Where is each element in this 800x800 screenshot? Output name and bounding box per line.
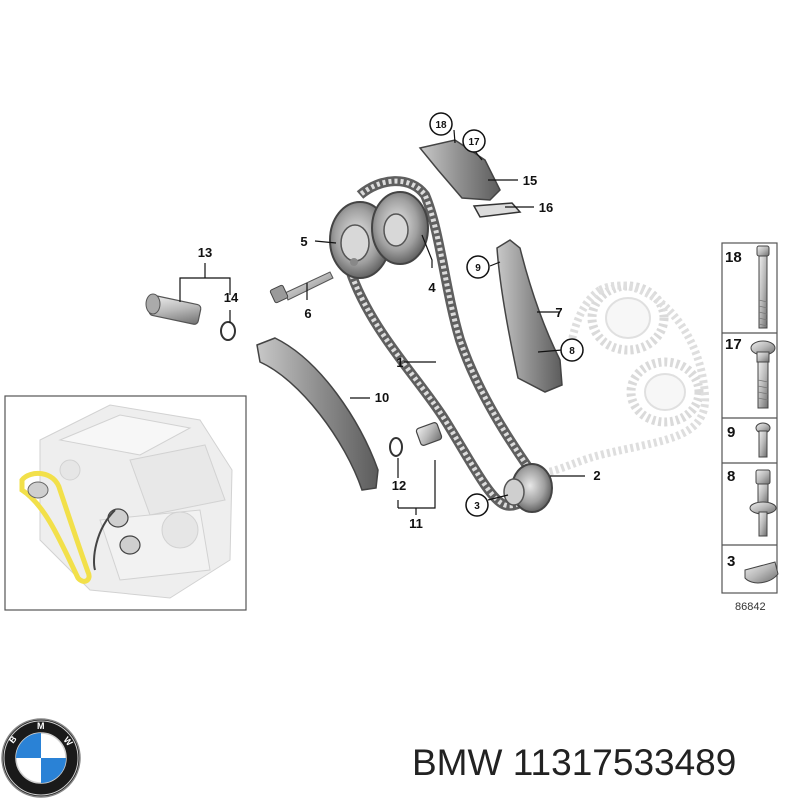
legend-bolt-9 [755,422,771,458]
callout-4: 4 [428,280,436,295]
callout-15: 15 [523,173,537,188]
brand-name: BMW [412,742,503,783]
chain-tensioner [145,293,236,341]
tensioning-rail [256,337,379,491]
legend-bolt-8 [749,469,777,537]
legend-label-3: 3 [727,553,735,570]
callout-14: 14 [224,290,239,305]
legend-label-17: 17 [725,336,742,353]
callout-11: 11 [409,516,423,531]
part-number: 11317533489 [512,742,737,783]
callout-18: 18 [435,120,447,131]
callout-8: 8 [569,346,575,357]
parts-legend: 18 17 9 8 3 [721,242,779,613]
svg-text:M: M [37,721,45,731]
central-bolt [269,271,334,304]
part-caption: BMW 11317533489 [412,738,792,788]
camshaft-adjuster-exhaust [371,191,429,265]
callout-5: 5 [300,234,307,249]
legend-label-18: 18 [725,249,742,266]
circled-callouts [429,112,584,517]
legend-label-8: 8 [727,468,735,485]
callout-3: 3 [474,501,480,512]
ghost-second-bank [547,281,710,476]
svg-text:B: B [7,733,19,745]
callout-2: 2 [593,468,600,483]
callout-17: 17 [468,137,480,148]
callout-10: 10 [375,390,389,405]
leader-lines [179,129,585,515]
callout-1: 1 [396,355,403,370]
oil-spray-nozzle [389,422,443,457]
legend-label-9: 9 [727,424,735,441]
legend-woodruff-key-3 [744,561,779,584]
callout-16: 16 [539,200,553,215]
engine-inset [4,395,247,611]
figure-id: 86842 [735,601,766,613]
guide-rail [496,239,563,393]
callout-12: 12 [392,478,406,493]
callout-7: 7 [555,305,562,320]
bmw-logo: B M W [1,718,81,798]
callout-13: 13 [198,245,212,260]
upper-chain-guide [418,139,522,218]
inset-chain-highlight [19,470,92,584]
crankshaft-sprocket [503,463,553,513]
legend-bolt-17 [750,340,776,409]
callout-9: 9 [475,263,481,274]
callout-6: 6 [304,306,311,321]
legend-bolt-18 [756,245,770,329]
